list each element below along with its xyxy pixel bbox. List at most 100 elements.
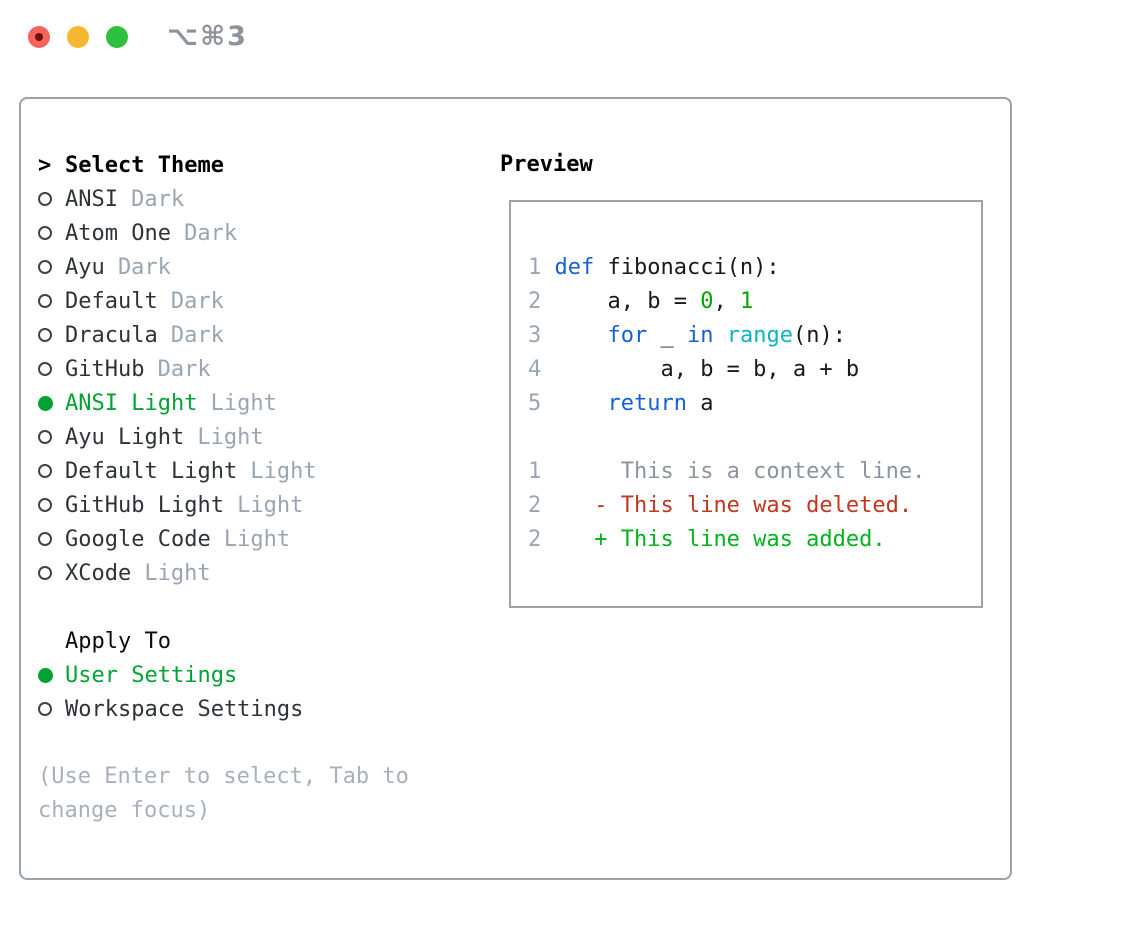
code-segment <box>555 391 608 416</box>
code-line <box>528 217 981 251</box>
theme-option[interactable]: Atom One Dark <box>38 216 409 250</box>
radio-unselected-icon[interactable] <box>38 260 52 274</box>
record-dot-icon <box>35 33 43 41</box>
radio-selected-icon[interactable] <box>38 667 53 683</box>
radio-unselected-icon[interactable] <box>38 498 52 512</box>
radio-cell <box>38 566 65 580</box>
radio-unselected-icon[interactable] <box>38 702 52 716</box>
radio-cell <box>38 328 65 342</box>
code-segment: return <box>607 391 687 416</box>
spacer <box>38 590 409 624</box>
radio-unselected-icon[interactable] <box>38 226 52 240</box>
code-segment <box>713 323 726 348</box>
option-label: Ayu Light <box>65 424 185 450</box>
radio-cell <box>38 260 65 274</box>
code-segment: This is a context line. <box>541 459 926 484</box>
radio-unselected-icon[interactable] <box>38 532 52 546</box>
option-variant-label: Light <box>250 458 317 484</box>
code-segment: 1 <box>528 459 542 484</box>
radio-cell <box>38 532 65 546</box>
code-segment: 3 <box>528 323 555 348</box>
radio-unselected-icon[interactable] <box>38 328 52 342</box>
radio-cell <box>38 702 65 716</box>
option-label: ANSI <box>65 186 118 212</box>
radio-cell <box>38 464 65 478</box>
code-segment <box>555 323 608 348</box>
apply-to-list: User Settings Workspace Settings <box>38 658 409 726</box>
radio-cell <box>38 667 65 683</box>
option-variant-label: Dark <box>170 322 224 348</box>
radio-unselected-icon[interactable] <box>38 192 52 206</box>
code-segment: a, b = <box>554 289 701 314</box>
code-segment <box>541 493 594 518</box>
code-segment: in <box>686 323 714 348</box>
option-label: Atom One <box>65 220 171 246</box>
option-variant-label: Dark <box>184 220 238 246</box>
theme-option[interactable]: GitHub Light Light <box>38 488 409 522</box>
theme-option[interactable]: Default Light Light <box>38 454 409 488</box>
option-variant-label: Light <box>210 390 277 416</box>
radio-unselected-icon[interactable] <box>38 294 52 308</box>
window-close-button[interactable] <box>28 26 50 48</box>
code-segment <box>541 527 594 552</box>
apply-option[interactable]: Workspace Settings <box>38 692 409 726</box>
code-line: 1 This is a context line. <box>528 455 981 489</box>
code-segment: for <box>607 323 648 348</box>
theme-option[interactable]: Ayu Dark <box>38 250 409 284</box>
option-variant-label: Light <box>144 560 211 586</box>
prompt-cell: > <box>38 153 65 178</box>
code-line <box>528 557 981 591</box>
code-line: 2 - This line was deleted. <box>528 489 981 523</box>
option-variant-label: Dark <box>117 254 171 280</box>
window-zoom-button[interactable] <box>106 26 128 48</box>
option-label: Dracula <box>65 322 158 348</box>
radio-unselected-icon[interactable] <box>38 566 52 580</box>
code-line: 3 for _ in range(n): <box>528 319 981 353</box>
code-line: 4 a, b = b, a + b <box>528 353 981 387</box>
code-segment: fibonacci(n): <box>607 255 780 280</box>
prompt-arrow-icon: > <box>38 152 52 178</box>
window-title: ⌥⌘3 <box>167 21 248 52</box>
radio-unselected-icon[interactable] <box>38 430 52 444</box>
code-segment: a, b = b, a + b <box>554 357 860 382</box>
window-minimize-button[interactable] <box>67 26 89 48</box>
option-variant-label: Dark <box>131 186 185 212</box>
code-segment: , <box>713 289 740 314</box>
code-segment: a <box>686 391 714 416</box>
code-segment: - This line was deleted. <box>594 493 913 518</box>
theme-option[interactable]: GitHub Dark <box>38 352 409 386</box>
code-segment: 5 <box>528 391 555 416</box>
theme-option[interactable]: Default Dark <box>38 284 409 318</box>
code-segment: range <box>726 323 793 348</box>
option-label: Ayu <box>65 254 105 280</box>
code-segment: 1 <box>528 255 555 280</box>
radio-selected-icon[interactable] <box>38 395 53 411</box>
radio-unselected-icon[interactable] <box>38 362 52 376</box>
radio-cell <box>38 226 65 240</box>
theme-option[interactable]: ANSI Dark <box>38 182 409 216</box>
radio-cell <box>38 430 65 444</box>
option-label: Default Light <box>65 458 238 484</box>
hint-line-2: change focus) <box>38 798 211 823</box>
code-segment: _ <box>647 323 687 348</box>
option-label: Default <box>65 288 158 314</box>
preview-title: Preview <box>500 152 593 177</box>
radio-cell <box>38 362 65 376</box>
theme-option[interactable]: Dracula Dark <box>38 318 409 352</box>
theme-list: ANSI Dark Atom One Dark Ayu Dark Default… <box>38 182 409 590</box>
option-label: User Settings <box>65 662 238 688</box>
radio-unselected-icon[interactable] <box>38 464 52 478</box>
option-label: GitHub Light <box>65 492 224 518</box>
theme-option[interactable]: ANSI Light Light <box>38 386 409 420</box>
apply-option[interactable]: User Settings <box>38 658 409 692</box>
option-variant-label: Light <box>237 492 304 518</box>
option-label: GitHub <box>65 356 145 382</box>
select-theme-title: Select Theme <box>65 152 224 178</box>
theme-option[interactable]: Ayu Light Light <box>38 420 409 454</box>
theme-picker-panel: > Select Theme ANSI Dark Atom One Dark A… <box>19 97 1012 880</box>
hint-text: (Use Enter to select, Tab to change focu… <box>38 760 409 828</box>
theme-option[interactable]: Google Code Light <box>38 522 409 556</box>
theme-option[interactable]: XCode Light <box>38 556 409 590</box>
option-label: Google Code <box>65 526 211 552</box>
